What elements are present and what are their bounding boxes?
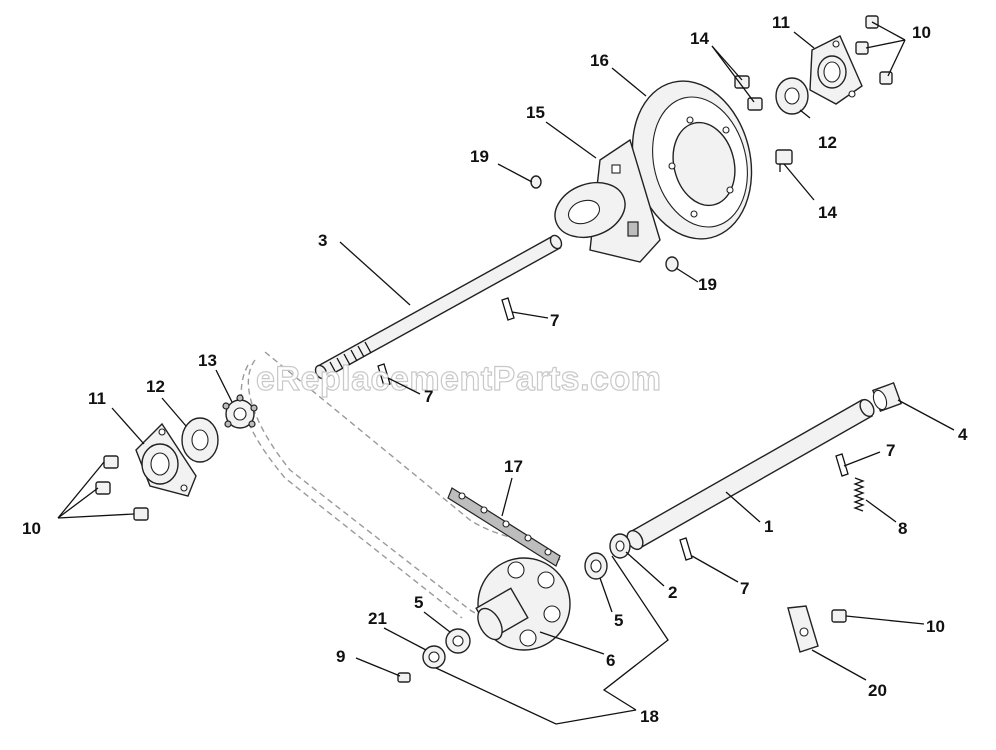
screw-9 bbox=[397, 672, 411, 683]
shaft-3-thread bbox=[329, 341, 372, 374]
callout-14-bottom: 14 bbox=[818, 203, 837, 222]
callout-4: 4 bbox=[958, 425, 968, 444]
callout-10-right: 10 bbox=[926, 617, 945, 636]
pin-7-d bbox=[679, 537, 693, 561]
bearing-12-left bbox=[181, 417, 219, 463]
bolts-14-top bbox=[734, 75, 763, 111]
bolt-14-bottom bbox=[775, 149, 793, 172]
shaft-3 bbox=[314, 234, 563, 380]
callout-6: 6 bbox=[606, 651, 615, 670]
callout-5-left: 5 bbox=[414, 593, 423, 612]
callout-12-top: 12 bbox=[818, 133, 837, 152]
callout-19-top: 19 bbox=[470, 147, 489, 166]
ring-19-bottom bbox=[665, 256, 679, 272]
bolts-10-top bbox=[855, 15, 893, 85]
callout-1: 1 bbox=[764, 517, 773, 536]
washer-21 bbox=[422, 645, 446, 669]
washer-2 bbox=[609, 533, 631, 559]
callout-2: 2 bbox=[668, 583, 677, 602]
pin-7-b bbox=[377, 363, 391, 387]
bolts-10-left bbox=[95, 455, 149, 521]
bearing-12-top bbox=[775, 77, 809, 115]
callout-9: 9 bbox=[336, 647, 345, 666]
sprocket-13 bbox=[222, 394, 258, 429]
callout-20: 20 bbox=[868, 681, 887, 700]
pin-7-a bbox=[501, 297, 515, 321]
callout-19-bottom: 19 bbox=[698, 275, 717, 294]
callout-14-top: 14 bbox=[690, 29, 709, 48]
flange-bearing-11-left bbox=[135, 422, 197, 497]
callout-13: 13 bbox=[198, 351, 217, 370]
callout-21: 21 bbox=[368, 609, 387, 628]
callout-10-top: 10 bbox=[912, 23, 931, 42]
callout-17: 17 bbox=[504, 457, 523, 476]
callout-11-left: 11 bbox=[88, 389, 106, 408]
hub-bracket-15 bbox=[554, 138, 661, 263]
spring-8 bbox=[853, 477, 865, 512]
callout-7-a: 7 bbox=[550, 311, 559, 330]
callout-11-top: 11 bbox=[772, 13, 790, 32]
shaft-1 bbox=[626, 398, 875, 551]
pulley-16 bbox=[631, 80, 753, 240]
callout-16: 16 bbox=[590, 51, 609, 70]
chain-17 bbox=[447, 487, 561, 567]
bolt-10-right bbox=[831, 609, 847, 623]
callout-12-left: 12 bbox=[146, 377, 165, 396]
callout-labels: 10 14 11 16 15 12 19 14 3 19 7 13 12 11 … bbox=[22, 13, 968, 726]
bracket-20 bbox=[787, 605, 819, 653]
flange-bearing-11-top bbox=[809, 35, 863, 105]
bushing-5-right bbox=[584, 552, 608, 580]
watermark-text: eReplacementParts.com bbox=[256, 360, 661, 398]
leader-lines bbox=[57, 21, 955, 725]
ring-19-top bbox=[530, 175, 542, 189]
callout-3: 3 bbox=[318, 231, 327, 250]
callout-10-left: 10 bbox=[22, 519, 41, 538]
gear-6-hub bbox=[475, 587, 529, 641]
bushing-5-left bbox=[445, 628, 471, 654]
callout-8: 8 bbox=[898, 519, 907, 538]
pin-7-c bbox=[835, 453, 849, 477]
bushing-4 bbox=[872, 382, 902, 412]
callout-7-b: 7 bbox=[424, 387, 433, 406]
sprocket-6 bbox=[475, 557, 571, 651]
callout-7-d: 7 bbox=[740, 579, 749, 598]
callout-15: 15 bbox=[526, 103, 545, 122]
callout-7-c: 7 bbox=[886, 441, 895, 460]
callout-18: 18 bbox=[640, 707, 659, 726]
callout-5-right: 5 bbox=[614, 611, 623, 630]
